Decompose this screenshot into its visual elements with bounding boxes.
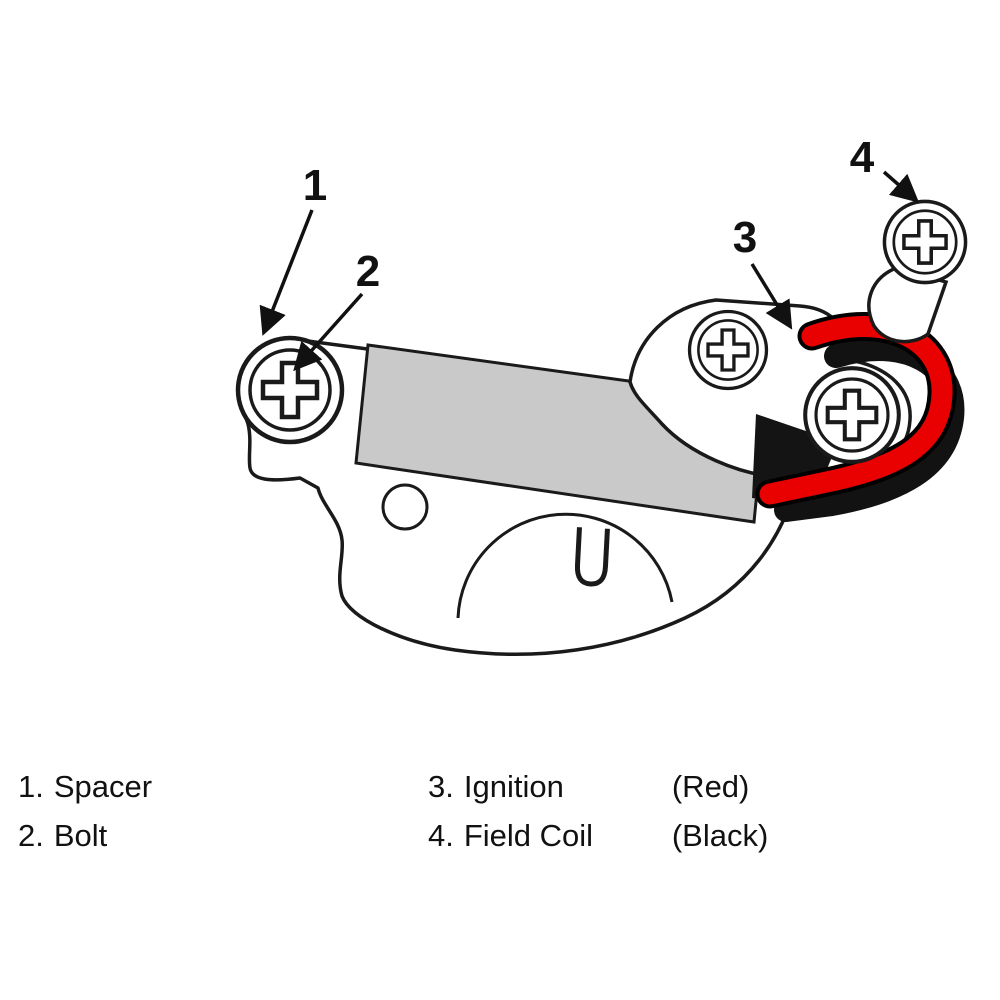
legend-item-number: 4.	[428, 818, 454, 853]
legend-item-ignition: 3. Ignition (Red)	[428, 762, 768, 811]
field-coil-screw	[882, 199, 968, 285]
legend-item-spacer: 1. Spacer	[18, 762, 262, 811]
legend-item-number: 2.	[18, 818, 44, 853]
legend-column-right: 3. Ignition (Red) 4. Field Coil (Black)	[428, 762, 768, 860]
legend-item-bolt: 2. Bolt	[18, 811, 262, 860]
body-arc	[456, 512, 674, 619]
parts-diagram: 1 2 3 4	[0, 133, 968, 657]
callout-2-arrow	[293, 292, 364, 372]
legend-item-number: 3.	[428, 769, 454, 804]
legend-item-field-coil: 4. Field Coil (Black)	[428, 811, 768, 860]
callout-3-label: 3	[733, 213, 757, 262]
legend-item-label: Ignition	[463, 769, 564, 804]
callout-4-label: 4	[850, 133, 875, 182]
spacer-screw	[238, 338, 342, 442]
legend-item-note: (Black)	[671, 818, 769, 853]
callout-3-arrow	[750, 263, 793, 330]
legend-item-note: (Red)	[671, 769, 750, 804]
ignition-terminal-screw	[687, 309, 769, 391]
legend-item-label: Spacer	[53, 769, 153, 804]
callout-4-arrow	[882, 170, 920, 203]
legend-item-label: Bolt	[53, 818, 108, 853]
callout-2-label: 2	[356, 247, 380, 296]
callout-1-arrow	[259, 209, 314, 336]
u-slot	[574, 527, 610, 587]
legend-item-label: Field Coil	[463, 818, 594, 853]
legend-item-number: 1.	[18, 769, 44, 804]
legend-column-left: 1. Spacer 2. Bolt	[18, 762, 262, 860]
callout-1-label: 1	[303, 161, 327, 210]
body-hole	[381, 483, 429, 531]
field-coil-screw-housing	[867, 266, 949, 344]
center-terminal-screw	[805, 368, 899, 462]
